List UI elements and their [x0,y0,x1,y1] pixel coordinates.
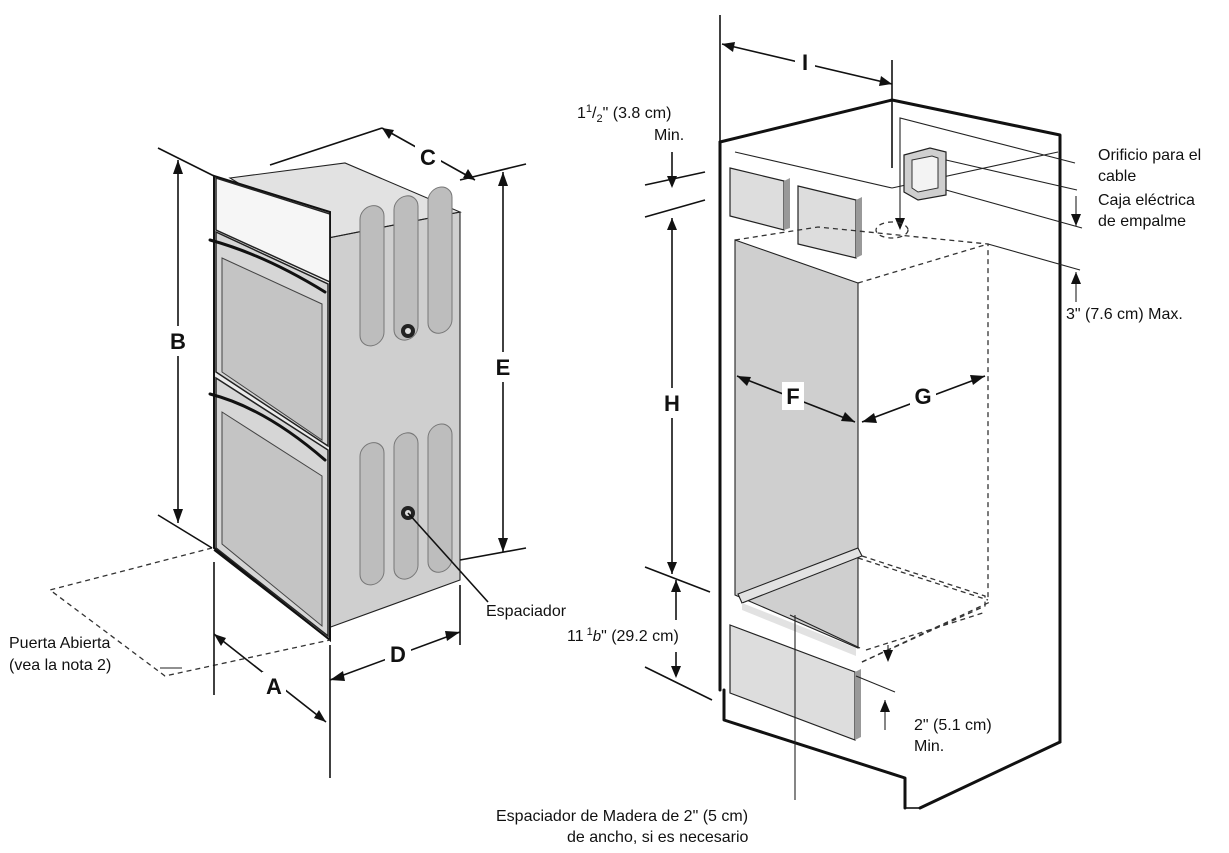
door-open-label-line1: Puerta Abierta [9,635,111,652]
spacer-leader-line [407,512,489,603]
spacer-label: Espaciador [486,603,567,620]
top-filler-panel-right [797,185,857,259]
upper-door-handle [208,238,327,294]
cutout-opening-outline [734,226,989,600]
dimension-h-label: H [664,391,680,416]
cable-hole-label-line1: Orificio para el [1098,147,1201,164]
max-clearance-label: 3" (7.6 cm) Max. [1066,306,1183,323]
lower-door-handle [208,392,327,462]
cabinet-illustration: I H F G 11/2" (3.8 cm) Min. Orificio par… [496,15,1201,846]
door-open-label-line2: (vea la nota 2) [9,657,111,674]
wood-spacer-label-line2: de ancho, si es necesario [567,829,749,846]
dimension-f-label: F [786,384,799,409]
dimension-e-label: E [496,355,511,380]
dimension-c-label: C [420,145,436,170]
bottom-clearance-label: 2" (5.1 cm) [914,717,992,734]
cutout-back-panel [735,240,858,648]
top-clearance-min: Min. [654,127,684,144]
dimension-i-label: I [802,50,808,75]
side-vents-lower [359,423,453,586]
cabinet-outline-top [718,98,1062,744]
wood-spacer-label-line1: Espaciador de Madera de 2" (5 cm) [496,808,748,825]
junction-box-label-line1: Caja eléctrica [1098,192,1195,209]
door-open-outline [48,547,331,677]
dimension-a-label: A [266,674,282,699]
cable-hole-label-line2: cable [1098,168,1136,185]
cable-hole [875,221,909,239]
dimension-b-label: B [170,329,186,354]
bottom-clearance-min: Min. [914,738,944,755]
junction-box [903,147,947,201]
dimension-d-label: D [390,642,406,667]
wall-oven-illustration: B E C D A Espaciador Puerta Abierta (vea… [9,127,567,778]
wood-spacer-rear [738,548,862,603]
top-filler-panel-left [729,167,785,231]
side-vents-upper [359,186,453,347]
dimension-g-label: G [914,384,931,409]
junction-box-label-line2: de empalme [1098,213,1186,230]
cable-conduit [899,117,1076,225]
top-clearance-label: 11/2" (3.8 cm) [577,103,671,125]
